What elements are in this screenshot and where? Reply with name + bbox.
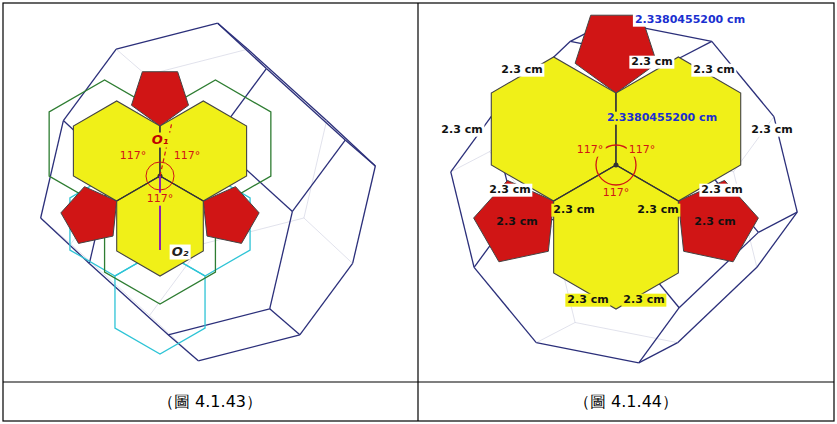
face-cluster bbox=[474, 15, 759, 309]
visible-edge bbox=[451, 172, 474, 268]
visible-edge bbox=[292, 140, 345, 211]
figure-caption: （圖 4.1.44） bbox=[572, 393, 680, 411]
visible-edge bbox=[639, 308, 679, 363]
table-border bbox=[3, 3, 834, 421]
table-frame bbox=[3, 3, 834, 421]
visible-edge bbox=[474, 267, 536, 342]
visible-edge bbox=[639, 343, 678, 363]
visible-edge bbox=[758, 212, 797, 232]
visible-edge bbox=[757, 212, 797, 267]
dimension-label: 2.3 cm bbox=[551, 204, 596, 217]
visible-edge bbox=[327, 121, 376, 166]
hidden-edge bbox=[304, 121, 327, 218]
hidden-edge bbox=[116, 49, 146, 75]
dimension-label: 2.3380455200 cm bbox=[605, 112, 719, 125]
visible-edge bbox=[218, 23, 267, 68]
visible-edge bbox=[270, 309, 300, 335]
hexagon-face bbox=[554, 165, 679, 309]
dimension-label: 2.3 cm bbox=[499, 64, 544, 77]
angle-label: 117° bbox=[172, 150, 203, 163]
point-label: O₂ bbox=[170, 245, 191, 260]
visible-edge bbox=[300, 263, 353, 334]
visible-edge bbox=[248, 49, 327, 120]
hidden-edge bbox=[451, 152, 490, 172]
visible-edge bbox=[536, 343, 639, 363]
angle-label: 117° bbox=[118, 150, 149, 163]
axis-line bbox=[159, 176, 161, 250]
visible-edge bbox=[266, 69, 345, 140]
right-figure bbox=[451, 15, 797, 363]
visible-edge bbox=[218, 23, 248, 49]
dimension-label: 2.3 cm bbox=[629, 56, 674, 69]
dimension-label: 2.3380455200 cm bbox=[633, 14, 747, 27]
visible-edge bbox=[168, 335, 198, 361]
dimension-label: 2.3 cm bbox=[439, 124, 484, 137]
table-divider bbox=[417, 3, 418, 421]
dimension-label: 2.3 cm bbox=[635, 204, 680, 217]
visible-edge bbox=[41, 121, 64, 218]
dimension-label: 2.3 cm bbox=[692, 216, 737, 229]
dimension-label: 2.3 cm bbox=[691, 64, 736, 77]
hexagon-face bbox=[117, 176, 204, 276]
angle-label: 117° bbox=[601, 187, 632, 200]
dimension-label: 2.3 cm bbox=[565, 294, 610, 307]
dimension-label: 2.3 cm bbox=[699, 184, 744, 197]
visible-edge bbox=[353, 166, 376, 263]
vertex-dot bbox=[614, 163, 619, 168]
angle-label: 117° bbox=[145, 193, 176, 206]
face-cluster bbox=[61, 72, 259, 276]
dimension-label: 2.3 cm bbox=[487, 184, 532, 197]
visible-edge bbox=[198, 335, 300, 361]
figure-caption: （圖 4.1.43） bbox=[156, 393, 264, 411]
angle-label: 117° bbox=[575, 144, 606, 157]
hidden-edge bbox=[304, 218, 353, 263]
visible-edge bbox=[116, 23, 218, 49]
dimension-label: 2.3 cm bbox=[494, 216, 539, 229]
hidden-edge bbox=[150, 315, 199, 360]
hidden-edge bbox=[575, 322, 678, 342]
dimension-label: 2.3 cm bbox=[621, 294, 666, 307]
axis-line bbox=[160, 122, 172, 176]
visible-edge bbox=[678, 267, 757, 342]
hidden-edge bbox=[536, 322, 575, 342]
angle-label: 117° bbox=[627, 144, 658, 157]
shared-edge bbox=[615, 93, 616, 165]
visible-edge bbox=[168, 309, 270, 335]
polyhedron-wireframe bbox=[41, 23, 376, 361]
point-label: O₁ bbox=[150, 133, 171, 148]
angle-arc bbox=[146, 162, 174, 190]
dimension-label: 2.3 cm bbox=[749, 124, 794, 137]
table-divider bbox=[3, 381, 834, 382]
left-figure bbox=[41, 23, 376, 361]
